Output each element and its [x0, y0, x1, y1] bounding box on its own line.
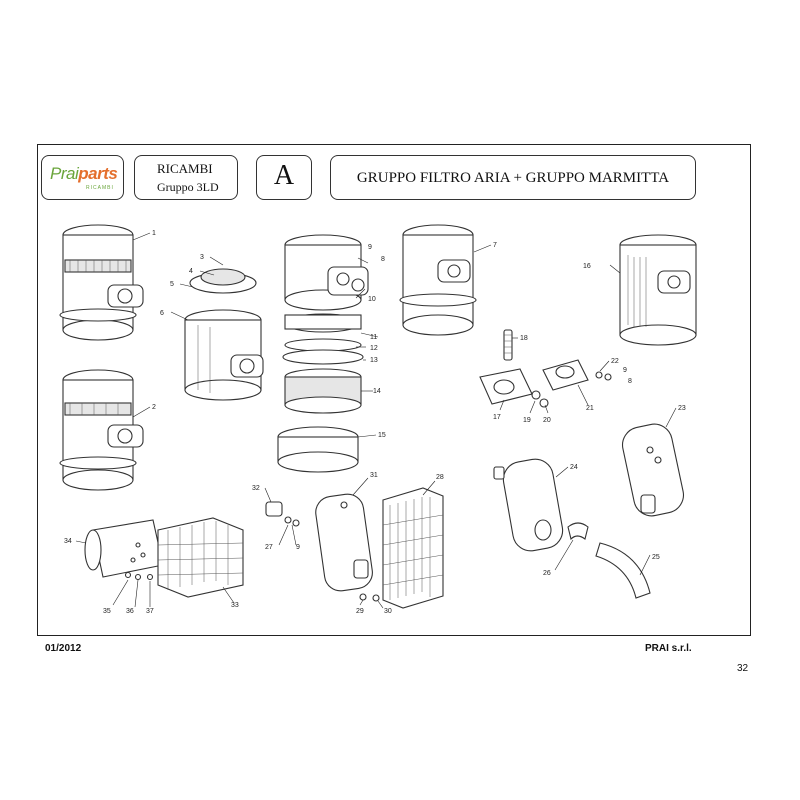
- section-letter-box: A: [256, 155, 312, 200]
- callout-36: 36: [126, 608, 134, 615]
- callout-25: 25: [652, 554, 660, 561]
- callout-21: 21: [586, 405, 594, 412]
- praiparts-logo: Praiparts: [50, 164, 118, 183]
- exhaust-flange-parts: [479, 329, 612, 408]
- callout-4: 4: [189, 268, 193, 275]
- ricambi-label: RICAMBI: [157, 161, 213, 176]
- muffler-31: [265, 493, 380, 602]
- air-filter-7: [399, 224, 477, 336]
- air-filter-assembly-center: [277, 234, 369, 473]
- callout-33: 33: [231, 602, 239, 609]
- callout-10: 10: [368, 296, 376, 303]
- callout-1: 1: [152, 230, 156, 237]
- callout-6: 6: [160, 310, 164, 317]
- air-filter-1: [59, 224, 144, 341]
- page-number: 32: [737, 663, 749, 674]
- callout-27: 27: [265, 544, 273, 551]
- muffler-23: [621, 423, 685, 517]
- callout-leaders: [75, 232, 677, 609]
- callout-3: 3: [200, 254, 204, 261]
- page-title: GRUPPO FILTRO ARIA + GRUPPO MARMITTA: [356, 170, 670, 186]
- callout-29: 29: [356, 608, 364, 615]
- callout-26: 26: [543, 570, 551, 577]
- air-filter-2: [59, 369, 144, 491]
- callout-9b: 9: [623, 367, 627, 374]
- callout-13: 13: [370, 357, 378, 364]
- ricambi-box: RICAMBI Gruppo 3LD: [134, 155, 238, 200]
- callout-7: 7: [493, 242, 497, 249]
- heat-shield-28: [382, 487, 444, 609]
- callout-37: 37: [146, 608, 154, 615]
- callout-15: 15: [378, 432, 386, 439]
- callout-labels: 1 2 3 4 5 6 7 9 8 10 11 12 13 14 15 16 1…: [64, 230, 686, 615]
- heat-shield-33: [157, 517, 244, 598]
- logo-tagline: RICAMBI: [86, 185, 114, 191]
- callout-19: 19: [523, 417, 531, 424]
- callout-5: 5: [170, 281, 174, 288]
- footer-date: 01/2012: [45, 643, 82, 654]
- callout-17: 17: [493, 414, 501, 421]
- callout-9c: 9: [296, 544, 300, 551]
- callout-23: 23: [678, 405, 686, 412]
- callout-22: 22: [611, 358, 619, 365]
- callout-2: 2: [152, 404, 156, 411]
- callout-28: 28: [436, 474, 444, 481]
- title-box: GRUPPO FILTRO ARIA + GRUPPO MARMITTA: [330, 155, 696, 200]
- callout-30: 30: [384, 608, 392, 615]
- muffler-24: [493, 458, 564, 552]
- air-filter-6: [184, 268, 264, 401]
- group-label: Gruppo 3LD: [157, 180, 219, 194]
- footer-company: PRAI s.r.l.: [645, 643, 692, 654]
- callout-8b: 8: [628, 378, 632, 385]
- logo-box: Praiparts RICAMBI: [41, 155, 124, 200]
- drawing-frame: [37, 144, 751, 636]
- callout-11: 11: [370, 334, 377, 341]
- callout-16: 16: [583, 263, 591, 270]
- callout-32: 32: [252, 485, 260, 492]
- callout-14: 14: [373, 388, 381, 395]
- callout-20: 20: [543, 417, 551, 424]
- callout-24: 24: [570, 464, 578, 471]
- section-letter: A: [273, 160, 295, 191]
- exhaust-pipe-25: [567, 522, 651, 599]
- callout-12: 12: [370, 345, 378, 352]
- callout-34: 34: [64, 538, 72, 545]
- callout-35: 35: [103, 608, 111, 615]
- air-filter-16: [619, 234, 697, 346]
- callout-8: 8: [381, 256, 385, 263]
- callout-18: 18: [520, 335, 528, 342]
- callout-31: 31: [370, 472, 378, 479]
- muffler-34: [84, 519, 164, 581]
- callout-9: 9: [368, 244, 372, 251]
- exploded-parts-diagram: 1 2 3 4 5 6 7 9 8 10 11 12 13 14 15 16 1…: [59, 224, 697, 615]
